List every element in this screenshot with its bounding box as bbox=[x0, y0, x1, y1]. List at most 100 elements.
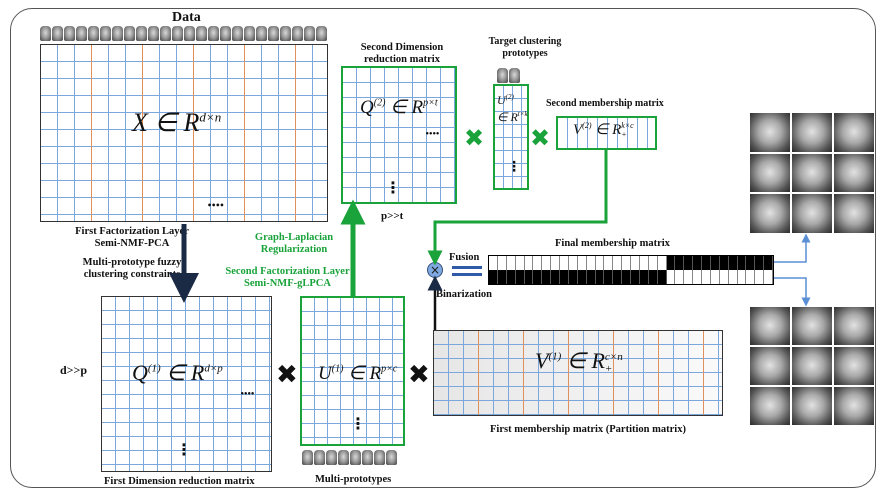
face-image bbox=[792, 113, 832, 152]
membership-cell bbox=[710, 256, 720, 270]
face-thumbnail bbox=[386, 450, 397, 465]
u2-matrix bbox=[493, 84, 529, 190]
membership-cell bbox=[702, 270, 711, 284]
multi-prototypes-label: Multi-prototypes bbox=[315, 474, 392, 485]
membership-cell bbox=[586, 270, 596, 284]
membership-cell bbox=[648, 270, 658, 284]
membership-cell bbox=[710, 270, 720, 284]
face-thumbnail bbox=[64, 26, 75, 41]
p-gg-t-label: p>>t bbox=[381, 210, 404, 222]
face-thumbnail bbox=[244, 26, 255, 41]
membership-cell bbox=[542, 256, 552, 270]
face-thumbnail bbox=[338, 450, 349, 465]
fusion-label: Fusion bbox=[449, 252, 480, 263]
membership-cell bbox=[577, 270, 587, 284]
face-thumbnail bbox=[316, 26, 327, 41]
face-image bbox=[834, 113, 874, 152]
membership-cell bbox=[675, 256, 685, 270]
first-factorization-label: First Factorization Layer Semi-NMF-PCA bbox=[75, 226, 189, 250]
x-formula: X ∈ Rd×n bbox=[132, 108, 222, 137]
membership-cell bbox=[506, 270, 516, 284]
membership-cell bbox=[595, 256, 605, 270]
target-prototypes-label: Target clustering prototypes bbox=[488, 36, 562, 59]
membership-cell bbox=[631, 256, 640, 270]
face-thumbnail bbox=[304, 26, 315, 41]
membership-cell bbox=[737, 256, 747, 270]
face-thumbnail bbox=[124, 26, 135, 41]
face-thumbnail bbox=[88, 26, 99, 41]
face-image bbox=[750, 113, 790, 152]
q2-vdots: ⋮ bbox=[385, 178, 401, 197]
membership-cell bbox=[595, 270, 605, 284]
membership-cell bbox=[764, 270, 773, 284]
face-image bbox=[792, 153, 832, 193]
face-image bbox=[792, 194, 832, 233]
q2-formula: Q(2) ∈ Rp×t bbox=[360, 97, 438, 118]
membership-cell bbox=[497, 270, 507, 284]
diagram-frame bbox=[10, 8, 876, 488]
v2-matrix bbox=[556, 116, 657, 150]
face-thumbnail bbox=[362, 450, 373, 465]
binarization-label: Binarization bbox=[436, 289, 493, 300]
membership-cell bbox=[693, 256, 702, 270]
face-thumbnail bbox=[268, 26, 279, 41]
membership-cell bbox=[666, 270, 676, 284]
membership-cell bbox=[497, 256, 507, 270]
second-dim-reduction-label: Second Dimension reduction matrix bbox=[360, 42, 444, 66]
final-membership-row-2 bbox=[489, 270, 773, 284]
u2-formula: U(2) ∈ Rt×k bbox=[497, 93, 528, 124]
face-image bbox=[834, 347, 874, 385]
membership-cell bbox=[568, 256, 578, 270]
face-thumbnail bbox=[509, 68, 520, 83]
membership-cell bbox=[764, 256, 773, 270]
final-membership-matrix bbox=[488, 255, 774, 285]
data-label: Data bbox=[172, 10, 201, 25]
q1-matrix bbox=[101, 296, 272, 472]
face-thumbnail bbox=[40, 26, 51, 41]
face-thumbnail bbox=[172, 26, 183, 41]
q2-hdots: •••• bbox=[425, 130, 440, 138]
multiply-icon-2: ✖ bbox=[408, 360, 430, 390]
multiply-icon-3: ✖ bbox=[464, 124, 485, 152]
arrow-final-to-cluster-2 bbox=[774, 277, 811, 307]
membership-cell bbox=[586, 256, 596, 270]
membership-cell bbox=[639, 270, 649, 284]
face-thumbnail bbox=[100, 26, 111, 41]
membership-cell bbox=[746, 270, 756, 284]
membership-cell bbox=[657, 256, 667, 270]
membership-cell bbox=[622, 270, 631, 284]
membership-cell bbox=[489, 256, 498, 270]
membership-cell bbox=[746, 256, 756, 270]
membership-cell bbox=[577, 256, 587, 270]
membership-cell bbox=[560, 256, 569, 270]
membership-cell bbox=[702, 256, 711, 270]
membership-cell bbox=[542, 270, 552, 284]
face-image bbox=[792, 347, 832, 385]
membership-cell bbox=[622, 256, 631, 270]
v1-matrix bbox=[433, 330, 723, 416]
membership-cell bbox=[648, 256, 658, 270]
membership-cell bbox=[524, 270, 534, 284]
membership-cell bbox=[524, 256, 534, 270]
final-membership-label: Final membership matrix bbox=[555, 238, 670, 249]
face-image bbox=[834, 387, 874, 425]
u1-vdots: ⋮ bbox=[350, 414, 366, 433]
face-image bbox=[834, 307, 874, 345]
q2-matrix bbox=[341, 66, 457, 204]
face-thumbnail bbox=[232, 26, 243, 41]
x-hdots: •••• bbox=[207, 201, 224, 210]
membership-cell bbox=[693, 270, 702, 284]
face-image bbox=[750, 387, 790, 425]
membership-cell bbox=[666, 256, 676, 270]
face-thumbnail bbox=[292, 26, 303, 41]
face-thumbnail bbox=[184, 26, 195, 41]
face-image bbox=[792, 307, 832, 345]
membership-cell bbox=[604, 256, 614, 270]
second-membership-label: Second membership matrix bbox=[546, 98, 664, 109]
face-image bbox=[750, 347, 790, 385]
face-thumbnail bbox=[302, 450, 313, 465]
q1-formula: Q(1) ∈ Rd×p bbox=[132, 360, 223, 385]
d-gg-p-label: d>>p bbox=[60, 363, 88, 377]
face-thumbnail bbox=[497, 68, 508, 83]
